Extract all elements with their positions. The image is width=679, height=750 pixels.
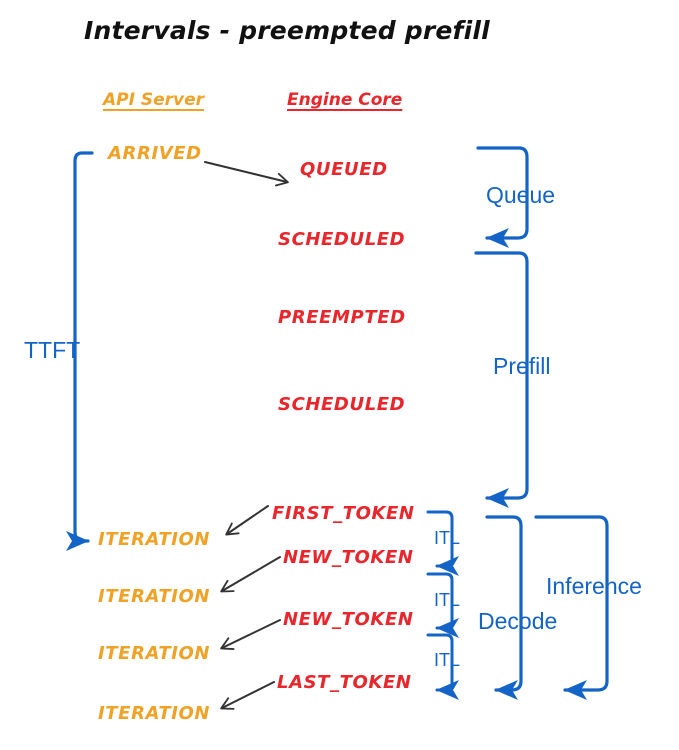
column-header-engine-core: Engine Core xyxy=(287,90,403,110)
event-first-token: FIRST_TOKEN xyxy=(272,503,415,524)
event-new-token-1: NEW_TOKEN xyxy=(283,547,414,568)
interval-label-prefill: Prefill xyxy=(493,353,551,379)
event-scheduled-2: SCHEDULED xyxy=(278,394,406,415)
prefill-bracket xyxy=(474,251,529,508)
itl-bracket-2 xyxy=(426,572,459,638)
event-arrived: ARRIVED xyxy=(108,143,202,164)
token-connector-arrows xyxy=(220,505,281,710)
event-iteration-1: ITERATION xyxy=(98,529,211,550)
event-iteration-4: ITERATION xyxy=(98,703,211,724)
interval-label-itl-3: ITL xyxy=(434,650,461,670)
event-last-token: LAST_TOKEN xyxy=(277,672,412,693)
interval-label-itl-1: ITL xyxy=(434,528,461,548)
interval-label-ttft: TTFT xyxy=(24,337,81,363)
interval-label-decode: Decode xyxy=(478,608,558,634)
page-title: Intervals - preempted prefill xyxy=(84,16,490,45)
interval-label-itl-2: ITL xyxy=(434,590,461,610)
event-iteration-3: ITERATION xyxy=(98,643,211,664)
event-iteration-2: ITERATION xyxy=(98,586,211,607)
event-new-token-2: NEW_TOKEN xyxy=(283,609,414,630)
decode-bracket xyxy=(485,515,523,700)
column-header-api-server: API Server xyxy=(103,90,205,110)
arrived-to-queued-arrow xyxy=(204,161,289,187)
event-scheduled-1: SCHEDULED xyxy=(278,229,406,250)
ttft-bracket xyxy=(66,151,94,551)
queue-bracket xyxy=(476,146,529,248)
interval-label-queue: Queue xyxy=(486,182,556,208)
itl-bracket-3 xyxy=(426,633,459,700)
event-queued: QUEUED xyxy=(300,159,388,180)
inference-bracket xyxy=(534,515,609,700)
interval-label-inference: Inference xyxy=(546,573,642,599)
itl-bracket-1 xyxy=(426,510,459,576)
event-preempted: PREEMPTED xyxy=(278,307,406,328)
